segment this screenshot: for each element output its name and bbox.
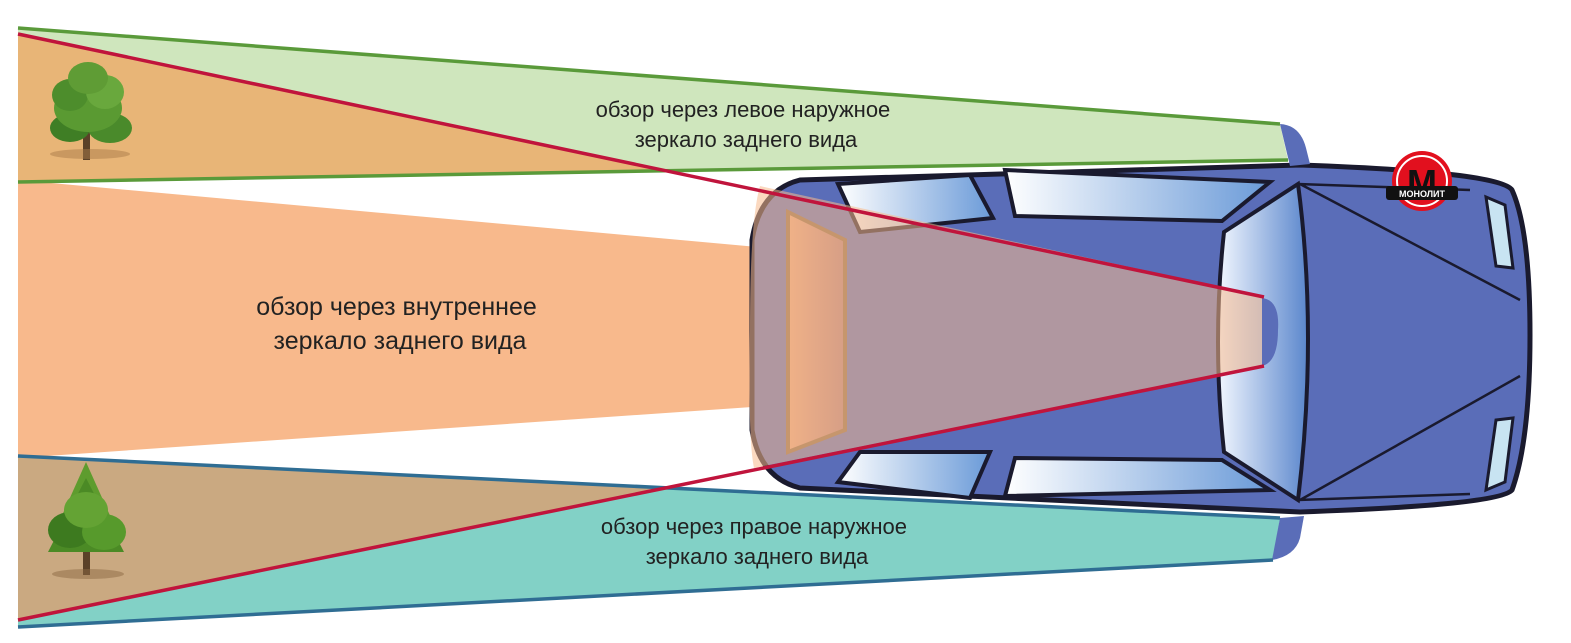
right-mirror-label-line: зеркало заднего вида <box>646 544 869 569</box>
left-side-mirror <box>1280 124 1310 166</box>
interior-mirror-label-line: зеркало заднего вида <box>274 327 527 355</box>
svg-text:МОНОЛИТ: МОНОЛИТ <box>1399 189 1446 199</box>
left-overlap-zone <box>18 34 664 182</box>
left-mirror-label-line: зеркало заднего вида <box>635 127 858 152</box>
side-window <box>1002 167 1276 224</box>
interior-mirror-label-line: обзор через внутреннее <box>256 293 536 321</box>
headlight <box>1484 416 1515 493</box>
side-window <box>1002 455 1277 499</box>
monolit-logo: М МОНОЛИТ <box>1386 151 1458 211</box>
right-side-mirror <box>1272 516 1304 560</box>
view-boundary-lines <box>17 26 1289 629</box>
interior-mirror <box>1262 298 1279 366</box>
left-mirror-label-line: обзор через левое наружное <box>596 97 891 122</box>
tree-icon <box>48 462 126 579</box>
left-mirror-label: обзор через левое наружное зеркало задне… <box>596 97 897 152</box>
right-mirror-label-line: обзор через правое наружное <box>601 514 907 539</box>
right-mirror-label: обзор через правое наружное зеркало задн… <box>601 514 913 569</box>
right-overlap-zone <box>18 456 660 620</box>
headlight <box>1484 194 1515 270</box>
tree-icon <box>50 62 132 160</box>
interior-mirror-label: обзор через внутреннее зеркало заднего в… <box>256 293 543 355</box>
hood-lines <box>1297 182 1521 502</box>
side-window <box>834 450 994 501</box>
interior-view-cone-overlay <box>749 186 1262 468</box>
